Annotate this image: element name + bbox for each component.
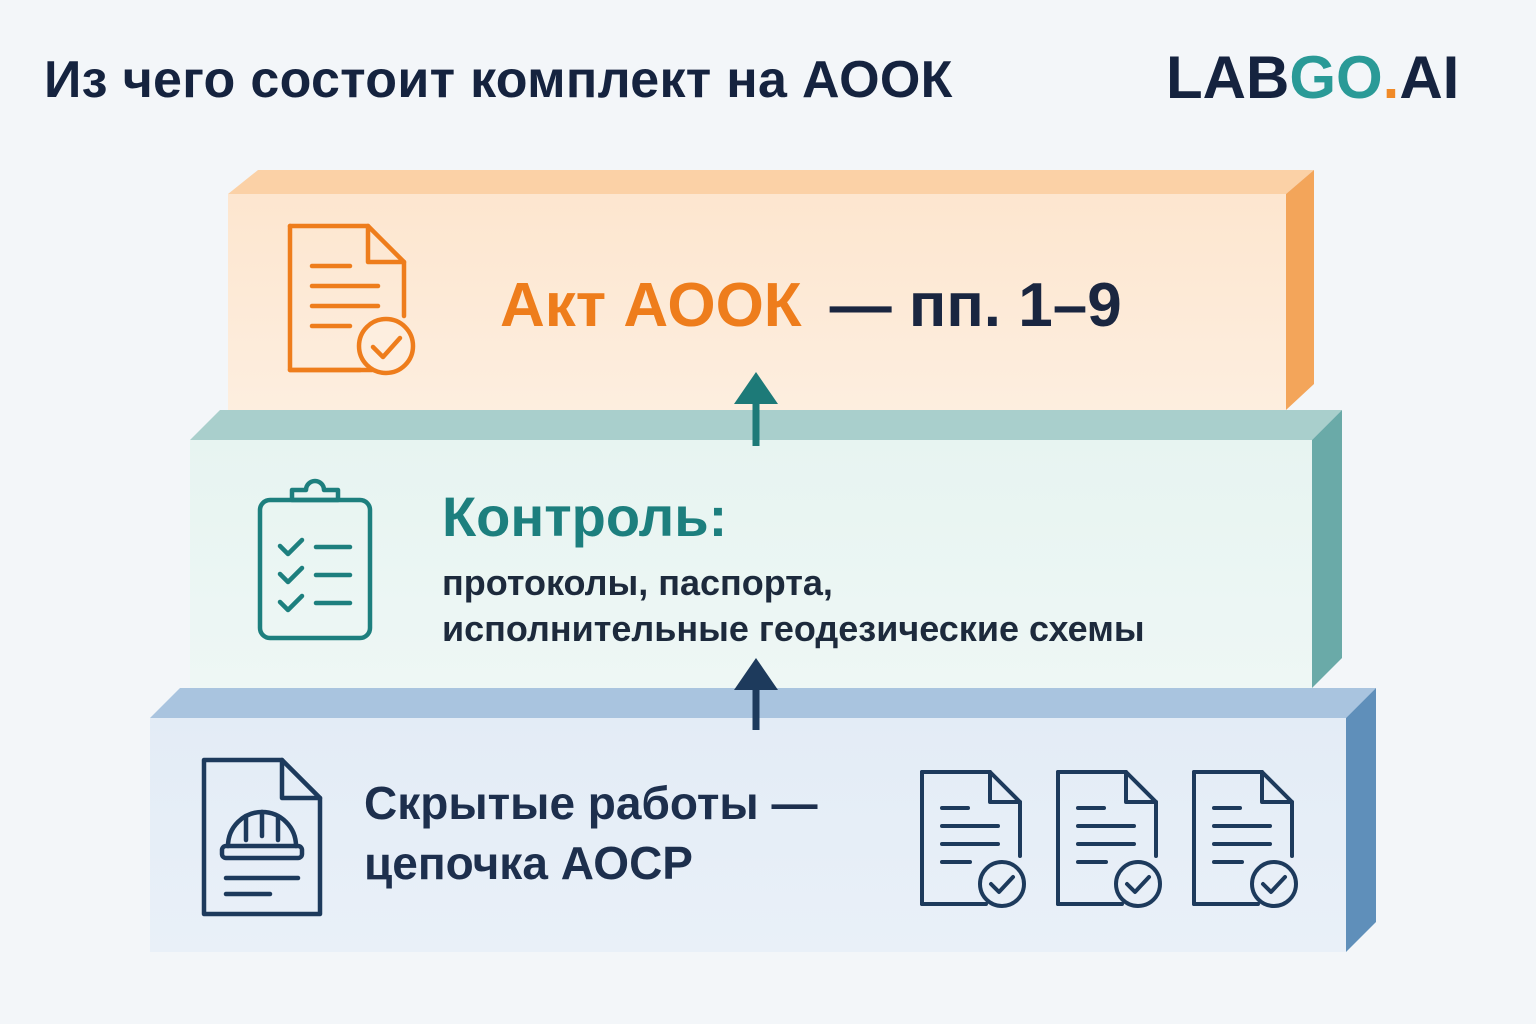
page-title: Из чего состоит комплект на АООК [44, 51, 953, 109]
arrow-up-to-middle [734, 658, 778, 730]
clipboard-checklist-icon [257, 478, 373, 641]
level-bottom-block [150, 688, 1376, 952]
control-title: Контроль: [442, 485, 728, 548]
document-check-icon [287, 223, 416, 376]
hidden-works-line-1: Скрытые работы — [364, 777, 818, 829]
labgo-logo: LAB GO . AI [1166, 43, 1460, 111]
control-line-1: протоколы, паспорта, [442, 562, 833, 603]
logo-part-lab: LAB [1166, 43, 1290, 111]
document-check-icon [920, 770, 1026, 908]
document-hardhat-icon [201, 757, 323, 917]
document-check-icon [1192, 770, 1298, 908]
logo-part-ai: AI [1399, 43, 1460, 111]
control-line-2: исполнительные геодезические схемы [442, 608, 1145, 649]
logo-dot: . [1382, 43, 1400, 111]
logo-part-go: GO [1289, 43, 1383, 111]
level-middle-block [190, 410, 1342, 688]
arrow-up-to-top [734, 372, 778, 446]
document-check-icon [1056, 770, 1162, 908]
top-level-label: Акт АООК — пп. 1–9 [500, 270, 1122, 341]
akt-aook-label: Акт АООК [500, 271, 802, 340]
akt-items-label: — пп. 1–9 [829, 271, 1122, 340]
hidden-works-line-2: цепочка АОСР [364, 837, 693, 889]
